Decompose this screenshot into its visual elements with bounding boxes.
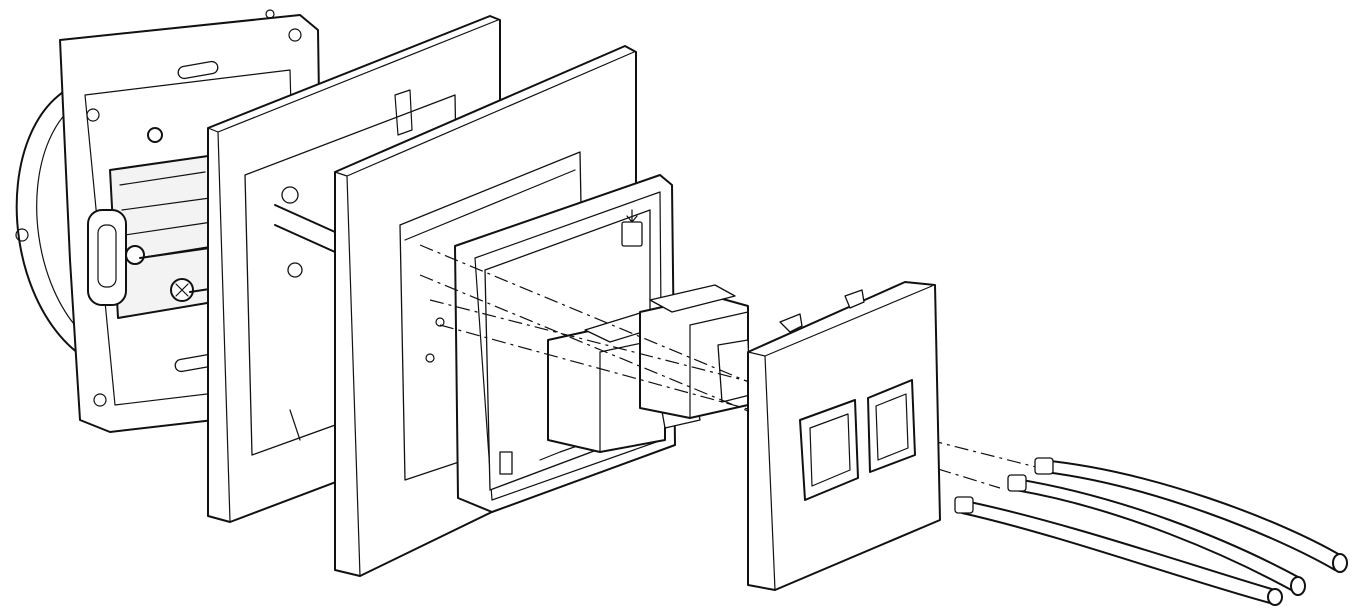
front-cover-plate <box>747 281 941 591</box>
cable-3 <box>954 496 1283 606</box>
cable-1 <box>1034 457 1348 573</box>
cable-2 <box>1007 474 1306 596</box>
